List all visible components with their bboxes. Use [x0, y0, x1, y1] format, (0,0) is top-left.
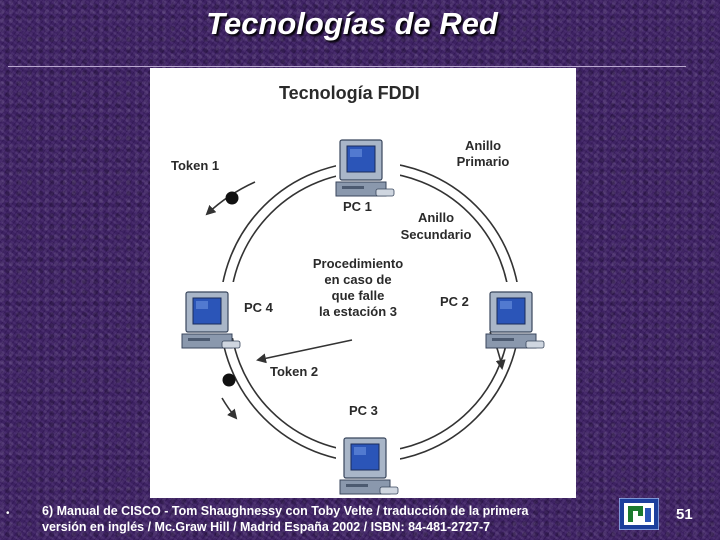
- bullet-icon: •: [6, 508, 10, 519]
- secondary-ring-label-1: Anillo: [418, 210, 454, 225]
- pc4-label: PC 4: [244, 300, 274, 315]
- secondary-ring-label-2: Secundario: [401, 227, 472, 242]
- slide-title: Tecnologías de Red: [206, 6, 498, 41]
- title-divider: [8, 66, 686, 67]
- procedure-label-1: Procedimiento: [313, 256, 403, 271]
- primary-ring-label-1: Anillo: [465, 138, 501, 153]
- fddi-diagram: Tecnología FDDI Token 1 Token 2 Anillo P…: [150, 68, 576, 498]
- diagram-title: Tecnología FDDI: [279, 83, 420, 103]
- citation-line-1: 6) Manual de CISCO - Tom Shaughnessy con…: [42, 504, 529, 518]
- ring-arrow-icon: [221, 397, 238, 420]
- primary-ring-label-2: Primario: [457, 154, 510, 169]
- procedure-label-4: la estación 3: [319, 304, 397, 319]
- secondary-ring-arrow-icon: [489, 331, 506, 370]
- procedure-label-2: en caso de: [324, 272, 391, 287]
- token2-dot-icon: [222, 373, 236, 387]
- fddi-diagram-svg: Tecnología FDDI Token 1 Token 2 Anillo P…: [171, 83, 545, 495]
- procedure-label-3: que falle: [332, 288, 385, 303]
- source-citation: 6) Manual de CISCO - Tom Shaughnessy con…: [42, 503, 602, 535]
- token2-arrow-icon: [256, 339, 353, 364]
- pc3-label: PC 3: [349, 403, 378, 418]
- pc1-label: PC 1: [343, 199, 372, 214]
- pc2-computer-icon: [485, 291, 545, 349]
- course-logo-icon: [618, 497, 660, 531]
- token1-label: Token 1: [171, 158, 219, 173]
- citation-line-2: versión en inglés / Mc.Graw Hill / Madri…: [42, 520, 491, 534]
- token1-dot-icon: [225, 191, 239, 205]
- token2-label: Token 2: [270, 364, 318, 379]
- pc2-label: PC 2: [440, 294, 469, 309]
- page-number: 51: [676, 506, 693, 523]
